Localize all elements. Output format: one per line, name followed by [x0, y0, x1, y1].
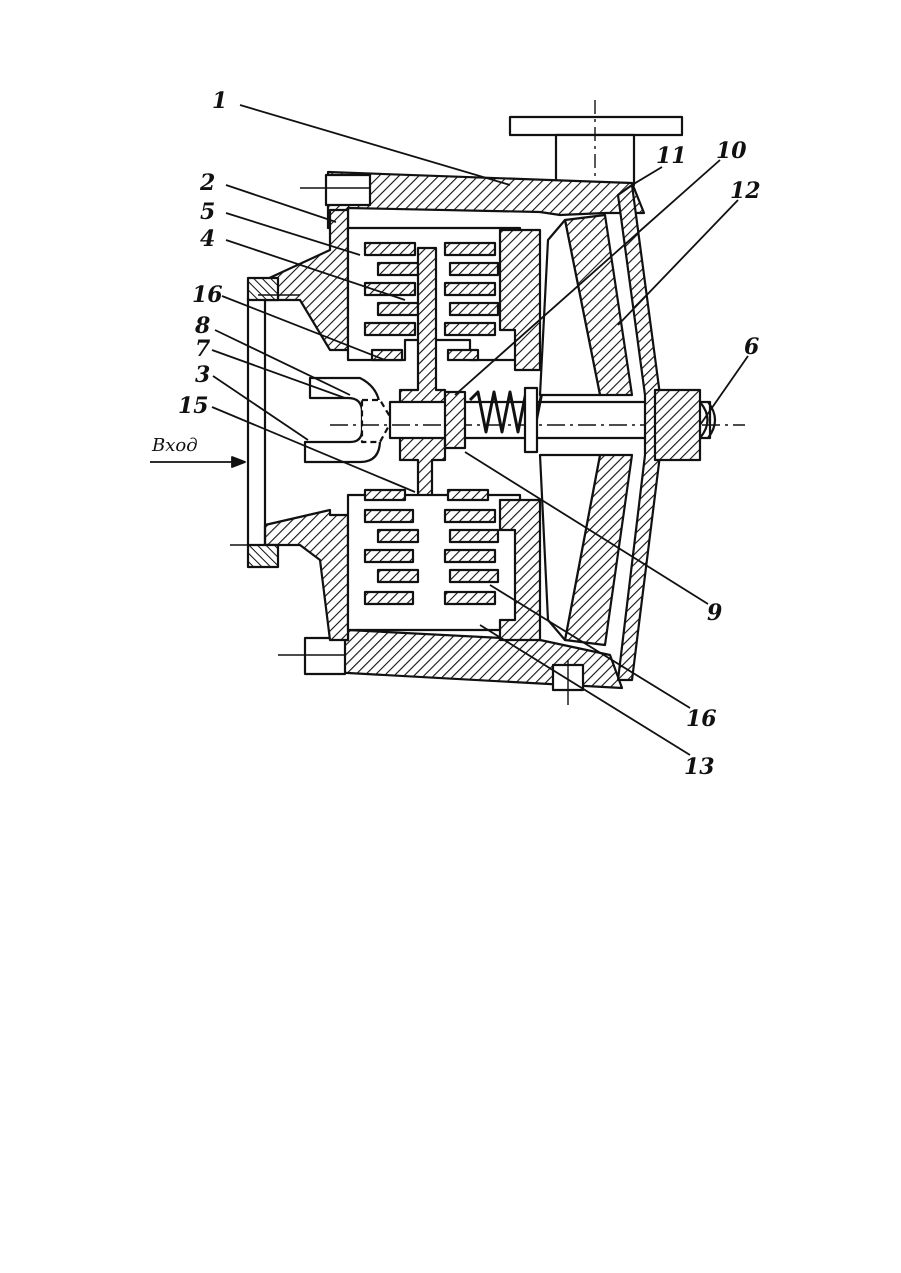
- inlet-fork: [305, 378, 392, 462]
- callout-16-lower: 16: [686, 708, 717, 730]
- callout-4: 4: [200, 228, 215, 250]
- callout-6: 6: [744, 336, 759, 358]
- callout-12: 12: [730, 180, 761, 202]
- stage-stack-lower: [348, 490, 540, 640]
- stage-stack-upper: [348, 228, 540, 370]
- callout-5: 5: [200, 201, 215, 223]
- callout-11: 11: [656, 145, 687, 167]
- callout-8: 8: [195, 315, 210, 337]
- callout-3: 3: [195, 364, 210, 386]
- callout-13: 13: [684, 756, 715, 778]
- callout-1: 1: [212, 90, 227, 112]
- callout-9: 9: [707, 602, 722, 624]
- callout-16-upper: 16: [192, 284, 223, 306]
- callout-15: 15: [178, 395, 209, 417]
- callout-10: 10: [716, 140, 747, 162]
- inlet-label: Вход: [152, 437, 198, 455]
- callout-2: 2: [200, 172, 215, 194]
- callout-7: 7: [195, 338, 210, 360]
